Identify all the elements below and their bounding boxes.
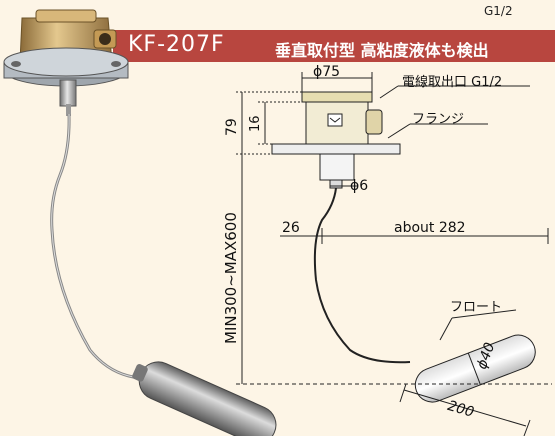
top-note-g12: G1/2 <box>484 4 513 18</box>
about-282-label: about 282 <box>394 220 466 236</box>
flange-label: フランジ <box>412 112 465 127</box>
model-name: KF-207F <box>128 32 225 57</box>
offset-26-label: 26 <box>282 220 300 236</box>
length-range-label: MIN300~MAX600 <box>222 212 240 344</box>
title-banner <box>113 30 555 62</box>
stem-diameter-label: ϕ6 <box>350 178 369 194</box>
technical-drawing <box>236 72 552 436</box>
height-79-label: 79 <box>224 118 240 136</box>
product-photo <box>3 9 277 436</box>
cable-outlet-label: 電線取出口 G1/2 <box>402 75 503 90</box>
height-16-label: 16 <box>248 115 263 132</box>
float-label: フロート <box>450 300 503 315</box>
model-description: 垂直取付型 高粘度液体も検出 <box>275 41 489 60</box>
flange-width-label: ϕ75 <box>313 64 341 80</box>
